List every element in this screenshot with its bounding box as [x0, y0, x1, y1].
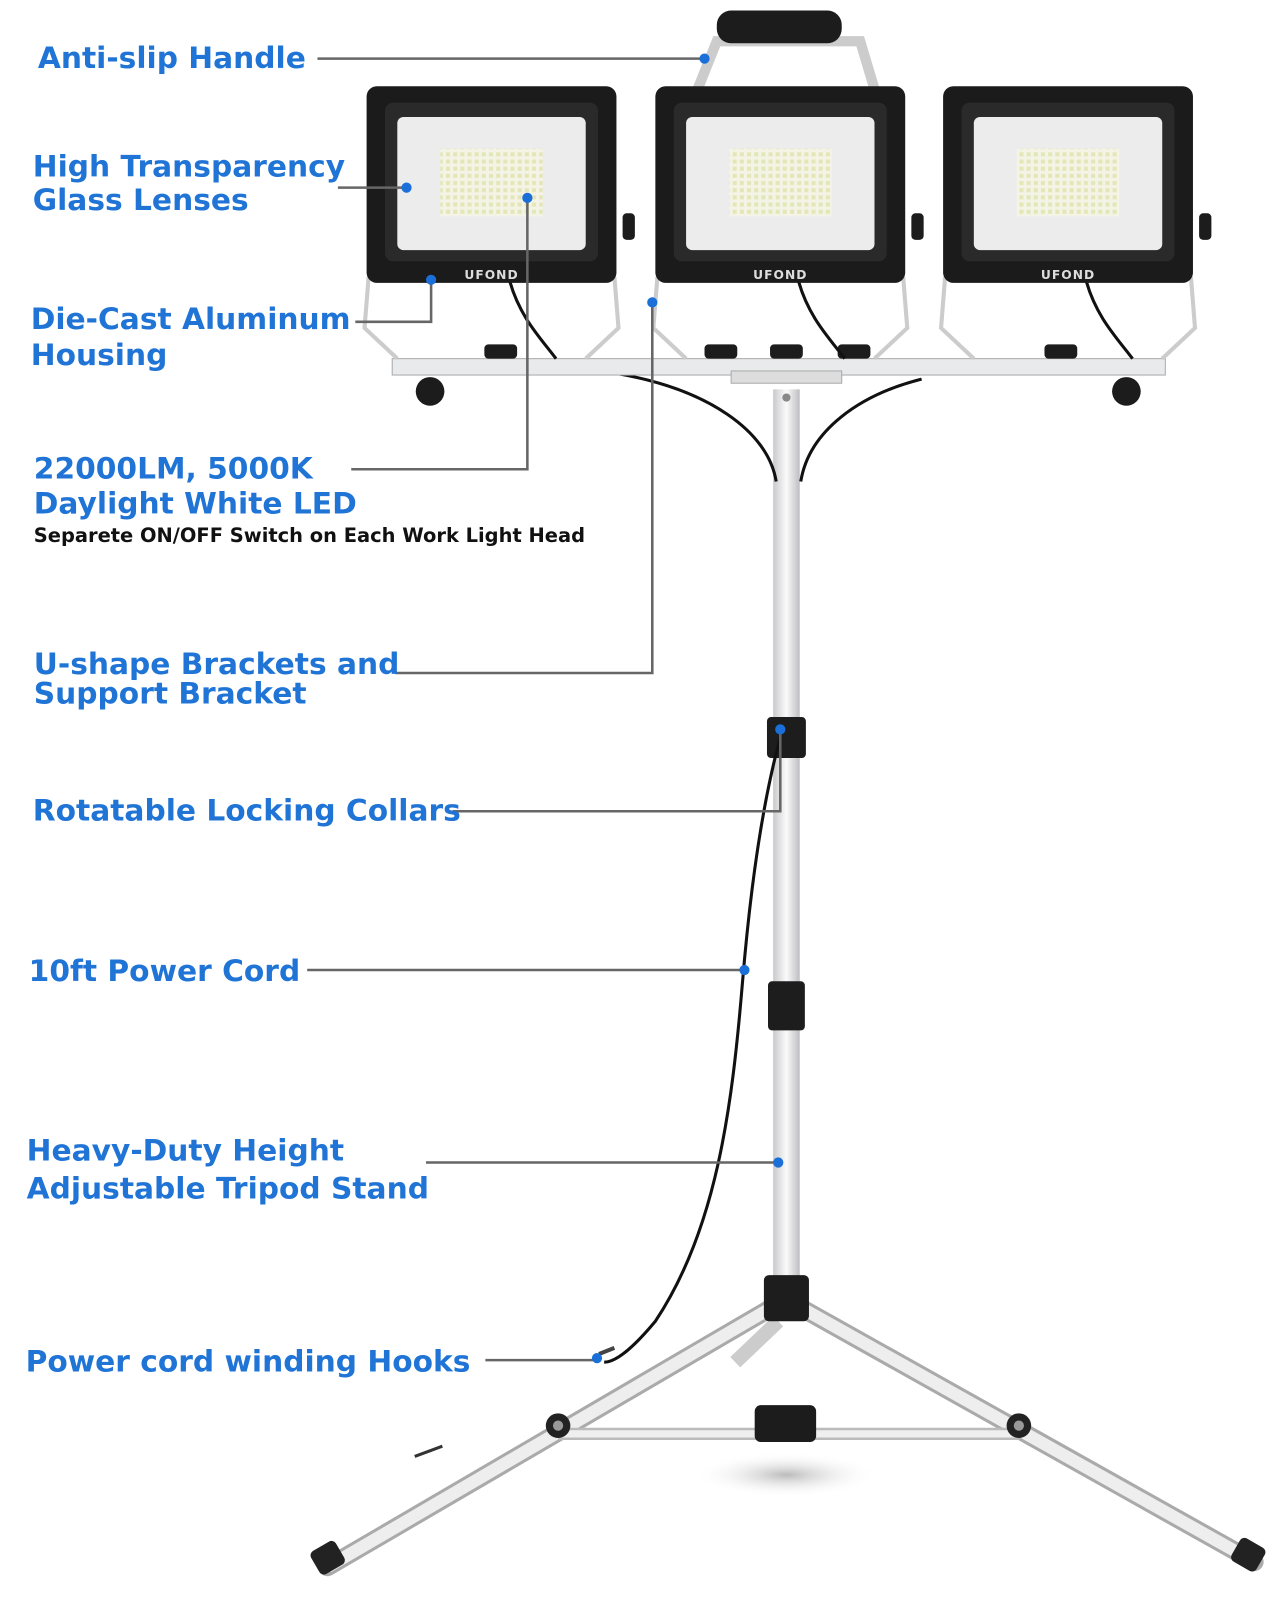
telescopic-pole	[763, 389, 809, 1322]
callout-brackets-2: Support Bracket	[34, 677, 307, 712]
callout-tripod: Heavy-Duty Height	[27, 1133, 344, 1168]
u-bracket	[938, 276, 976, 361]
led-array	[1016, 148, 1120, 217]
u-bracket	[873, 276, 910, 361]
brand-logo: UFOND	[753, 268, 807, 282]
cord-hook	[598, 1345, 616, 1356]
floor-shadow	[694, 1452, 879, 1498]
u-bracket	[1160, 276, 1198, 361]
callout-dot	[401, 182, 412, 193]
locking-collar	[766, 717, 806, 759]
work-light-head: UFOND	[362, 86, 635, 361]
brand-logo: UFOND	[1041, 268, 1095, 282]
callout-power-cord: 10ft Power Cord	[29, 954, 301, 989]
leader-line	[395, 302, 654, 675]
callout-dot	[775, 724, 786, 735]
leader-line	[351, 197, 529, 471]
leader-line	[355, 279, 433, 324]
support-bracket	[391, 344, 1166, 482]
led-array	[729, 148, 832, 217]
leader-line	[452, 729, 782, 813]
angle-knob	[1199, 213, 1212, 240]
u-bracket	[651, 276, 688, 361]
callout-dot	[647, 297, 658, 308]
work-light-head: UFOND	[651, 86, 924, 361]
work-light-head: UFOND	[938, 86, 1212, 361]
callout-housing-2: Housing	[31, 338, 168, 373]
angle-knob	[911, 213, 924, 240]
callout-dot	[522, 192, 533, 204]
leader-lines	[307, 57, 782, 1362]
power-cord	[604, 737, 782, 1364]
callout-glass-lenses-2: Glass Lenses	[33, 183, 249, 218]
callout-dot	[773, 1157, 784, 1168]
anti-slip-handle	[691, 10, 881, 95]
callout-led-2: Daylight White LED	[34, 486, 357, 521]
brand-logo: UFOND	[464, 268, 518, 282]
callout-dot	[739, 964, 750, 976]
callout-switch-note: Separete ON/OFF Switch on Each Work Ligh…	[34, 524, 585, 547]
callout-hooks: Power cord winding Hooks	[26, 1344, 471, 1379]
callout-tripod-2: Adjustable Tripod Stand	[27, 1171, 429, 1206]
callout-anti-slip-handle: Anti-slip Handle	[38, 41, 306, 76]
callout-dot	[591, 1352, 603, 1364]
led-array	[440, 148, 543, 217]
callout-housing: Die-Cast Aluminum	[31, 302, 351, 337]
callout-dots	[401, 53, 786, 1364]
locking-collar	[768, 981, 805, 1031]
callout-dot	[699, 53, 710, 64]
callout-dot	[425, 274, 437, 285]
callout-led: 22000LM, 5000K	[34, 451, 314, 486]
callout-brackets: U-shape Brackets and	[34, 647, 400, 682]
callout-glass-lenses: High Transparency	[33, 149, 345, 184]
u-bracket	[362, 276, 399, 361]
tripod-stand	[310, 1291, 1266, 1577]
u-bracket	[584, 276, 621, 361]
angle-knob	[622, 213, 635, 240]
callout-collars: Rotatable Locking Collars	[33, 793, 461, 828]
